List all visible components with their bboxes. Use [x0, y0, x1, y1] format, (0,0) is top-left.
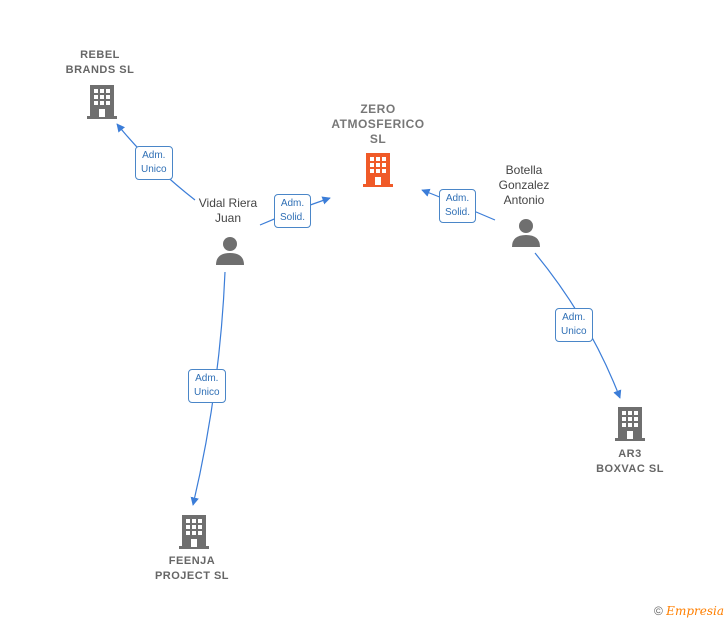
edge-label-botella-zero[interactable]: Adm. Solid.	[439, 189, 477, 223]
company-label-ar3-boxvac: AR3 BOXVAC SL	[596, 448, 664, 475]
brand-initial: E	[666, 604, 675, 618]
edge-label-vidal-rebel[interactable]: Adm. Unico	[135, 146, 173, 180]
person-icon[interactable]	[511, 218, 541, 248]
company-label-zero-atmosferico: ZERO ATMOSFERICO SL	[331, 102, 425, 146]
building-icon[interactable]	[86, 84, 118, 120]
person-icon[interactable]	[215, 236, 245, 266]
person-label-vidal-riera-juan: Vidal Riera Juan	[198, 196, 258, 225]
person-node-botella-gonzalez-antonio[interactable]: Botella Gonzalez Antonio	[474, 163, 574, 208]
company-node-feenja-project[interactable]: FEENJA PROJECT SL	[140, 554, 244, 584]
building-icon-main[interactable]	[362, 152, 394, 188]
company-node-rebel-brands[interactable]: REBEL BRANDS SL	[50, 48, 150, 78]
edge-label-vidal-feenja[interactable]: Adm. Unico	[188, 369, 226, 403]
company-label-rebel-brands: REBEL BRANDS SL	[65, 49, 135, 76]
footer-brand: © Empresia	[654, 604, 724, 618]
company-node-zero-atmosferico[interactable]: ZERO ATMOSFERICO SL	[316, 102, 440, 147]
building-icon[interactable]	[614, 406, 646, 442]
building-icon[interactable]	[178, 514, 210, 550]
brand-logo-text: mpresia	[674, 604, 724, 618]
person-node-vidal-riera-juan[interactable]: Vidal Riera Juan	[180, 196, 276, 226]
edge-label-botella-ar3[interactable]: Adm. Unico	[555, 308, 593, 342]
edge-label-vidal-zero[interactable]: Adm. Solid.	[274, 194, 312, 228]
company-node-ar3-boxvac[interactable]: AR3 BOXVAC SL	[580, 447, 680, 477]
company-label-feenja-project: FEENJA PROJECT SL	[154, 555, 230, 582]
copyright-icon: ©	[653, 604, 663, 618]
person-label-botella-gonzalez-antonio: Botella Gonzalez Antonio	[498, 163, 550, 207]
